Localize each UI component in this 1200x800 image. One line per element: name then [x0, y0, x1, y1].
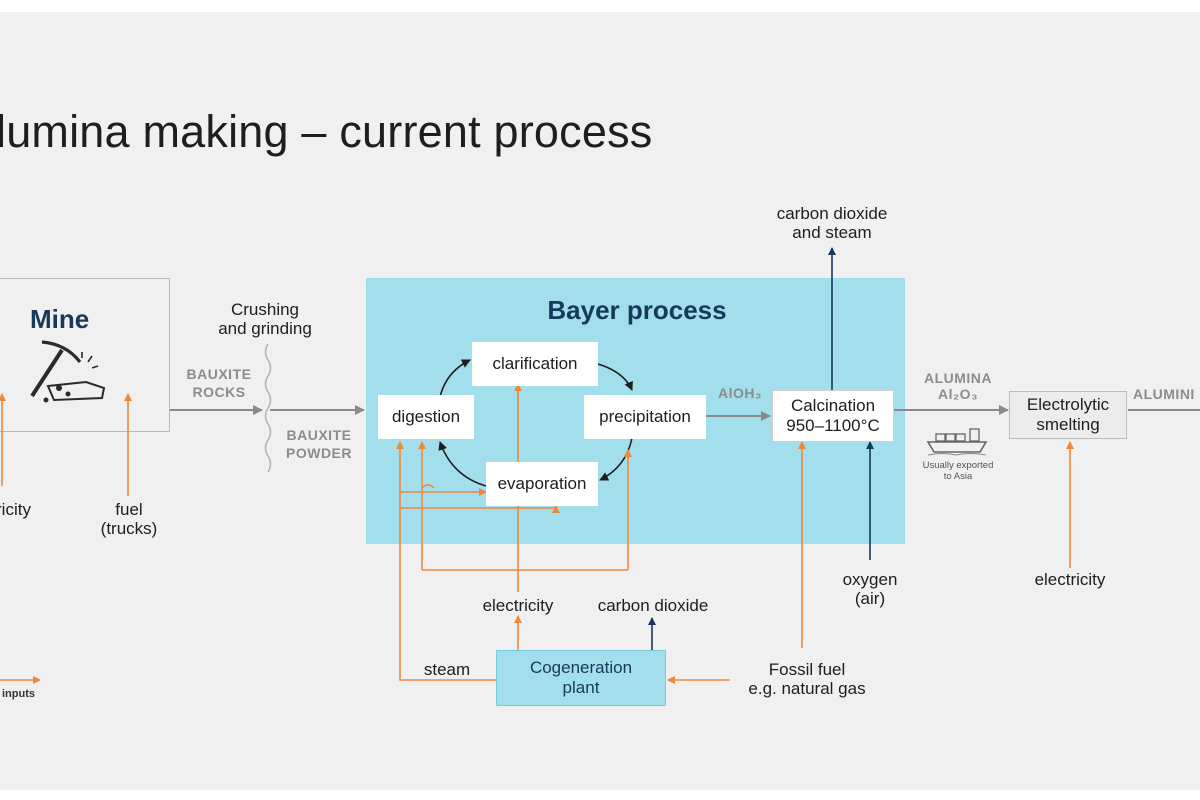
- cogen-co2-label: carbon dioxide: [597, 596, 709, 615]
- evaporation-step: evaporation: [486, 462, 598, 506]
- bauxite-rocks-label: BAUXITE ROCKS: [186, 366, 252, 400]
- pickaxe-icon: [30, 340, 106, 403]
- mine-box: [0, 278, 170, 432]
- crushing-wavy-line: [264, 343, 272, 473]
- alumina-label: ALUMINA: [923, 370, 993, 386]
- crushing-grinding-label: Crushing and grinding: [218, 300, 312, 338]
- mine-title: Mine: [30, 304, 90, 334]
- digestion-step: digestion: [378, 395, 474, 439]
- clarification-step: clarification: [472, 342, 598, 386]
- oxygen-input-label: oxygen (air): [842, 570, 898, 608]
- bayer-process-title: Bayer process: [547, 295, 727, 325]
- aluminium-label: ALUMINI: [1133, 386, 1195, 402]
- emission-output-arrows: [648, 247, 874, 650]
- diagram-canvas: lumina making – current process Mine Bay…: [0, 12, 1200, 790]
- bayer-electricity-label: electricity: [482, 596, 554, 615]
- calcination-step: Calcination 950–1100°C: [772, 390, 894, 442]
- electrolytic-smelting-step: Electrolytic smelting: [1009, 391, 1127, 439]
- precipitation-step: precipitation: [584, 395, 706, 439]
- fossil-fuel-label: Fossil fuel e.g. natural gas: [748, 660, 866, 698]
- steam-label: steam: [423, 660, 471, 679]
- mine-electricity-label: ricity: [0, 500, 31, 519]
- al2o3-label: Al₂O₃: [937, 386, 979, 402]
- mine-fuel-label: fuel (trucks): [100, 500, 158, 538]
- smelting-electricity-label: electricity: [1034, 570, 1106, 589]
- cargo-ship-icon: [926, 428, 988, 456]
- page-title: lumina making – current process: [0, 106, 653, 157]
- main-flow-arrows: [170, 405, 1200, 421]
- bayer-cycle-arrows: [438, 359, 633, 487]
- legend-inputs-label: inputs: [2, 688, 35, 700]
- energy-input-arrows: [0, 383, 1074, 684]
- cogeneration-plant: Cogeneration plant: [496, 650, 666, 706]
- export-note: Usually exported to Asia: [922, 460, 994, 482]
- flow-arrows: [0, 247, 1200, 684]
- aloh3-label: AlOH₃: [718, 385, 762, 401]
- co2-steam-output-label: carbon dioxide and steam: [776, 204, 888, 242]
- bauxite-powder-label: BAUXITE POWDER: [286, 427, 352, 461]
